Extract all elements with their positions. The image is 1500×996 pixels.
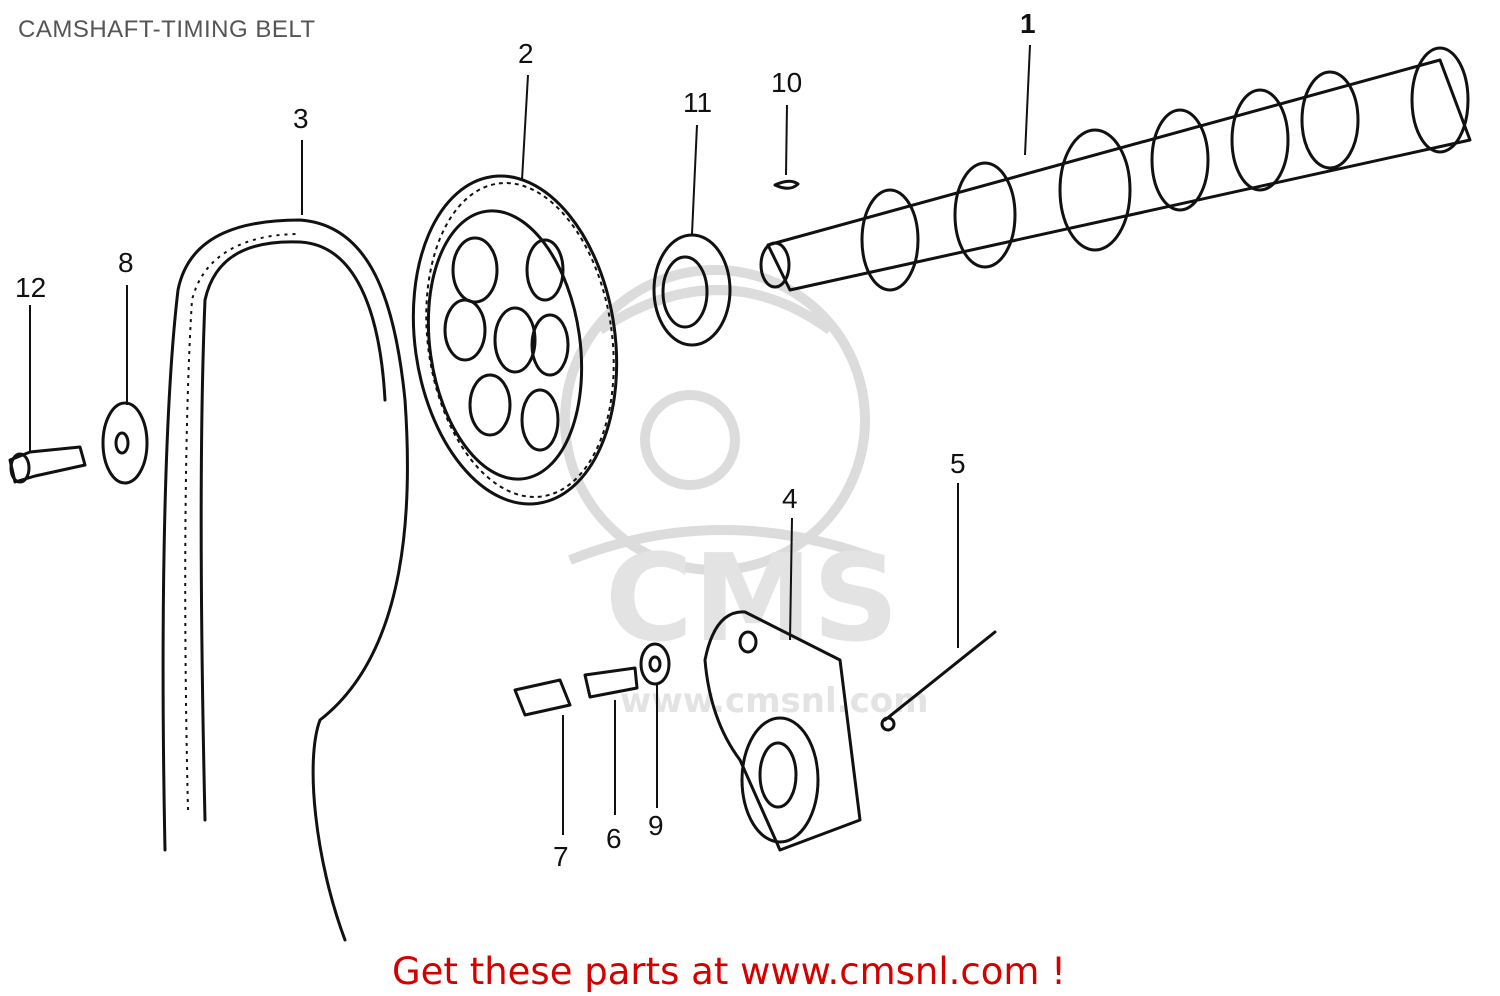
diagram-title: CAMSHAFT-TIMING BELT <box>18 16 316 43</box>
callout-5: 5 <box>950 448 966 479</box>
watermark-brand: CMS <box>605 530 899 669</box>
oil-seal <box>652 233 732 347</box>
callout-10: 10 <box>771 67 802 98</box>
callout-4: 4 <box>782 483 798 514</box>
adjusting-bolt <box>513 666 639 717</box>
tensioner <box>703 610 862 852</box>
callout-6: 6 <box>606 823 622 854</box>
camshaft-pulley <box>411 174 619 506</box>
washer <box>101 401 149 485</box>
woodruff-key <box>773 179 800 190</box>
timing-belt <box>161 218 409 942</box>
footer-link[interactable]: Get these parts at www.cmsnl.com ! <box>392 950 1067 993</box>
callout-12: 12 <box>15 272 46 303</box>
leader-lines <box>29 44 1031 835</box>
callout-11: 11 <box>683 87 712 118</box>
callout-2: 2 <box>518 38 534 69</box>
watermark: CMS www.cmsnl.com <box>560 265 929 721</box>
callout-3: 3 <box>293 103 309 134</box>
callout-9: 9 <box>648 810 664 841</box>
tensioner-spring <box>880 630 997 732</box>
tensioner-washer <box>639 642 671 686</box>
bolt <box>8 445 87 484</box>
callout-8: 8 <box>118 247 134 278</box>
watermark-url: www.cmsnl.com <box>620 681 929 721</box>
callout-7: 7 <box>553 841 569 872</box>
camshaft <box>759 46 1472 292</box>
callout-1: 1 <box>1020 8 1036 39</box>
